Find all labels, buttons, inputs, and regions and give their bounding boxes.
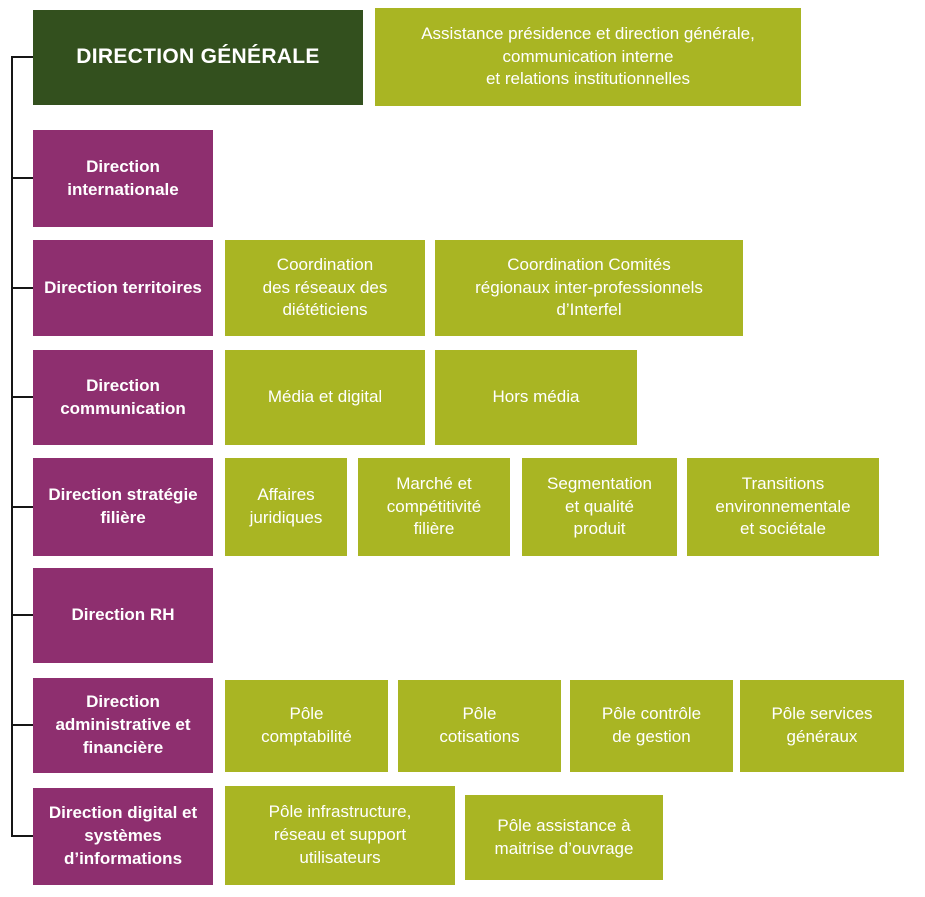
connector-stub-digital <box>11 835 33 837</box>
box-transitions-environnementale: Transitions environnementale et sociétal… <box>687 458 879 556</box>
box-direction-rh: Direction RH <box>33 568 213 663</box>
connector-stub-strategie-filiere <box>11 506 33 508</box>
box-segmentation-qualite-produit: Segmentation et qualité produit <box>522 458 677 556</box>
box-direction-administrative-financiere: Direction administrative et financière <box>33 678 213 773</box>
box-assistance-presidence: Assistance présidence et direction génér… <box>375 8 801 106</box>
connector-stub-communication <box>11 396 33 398</box>
box-direction-internationale: Direction internationale <box>33 130 213 227</box>
connector-stub-rh <box>11 614 33 616</box>
box-affaires-juridiques: Affaires juridiques <box>225 458 347 556</box>
box-pole-infrastructure: Pôle infrastructure, réseau et support u… <box>225 786 455 885</box>
box-direction-strategie-filiere: Direction stratégie filière <box>33 458 213 556</box>
box-coordination-reseaux-dieteticiens: Coordination des réseaux des diététicien… <box>225 240 425 336</box>
box-hors-media: Hors média <box>435 350 637 445</box>
box-direction-digital-si: Direction digital et systèmes d’informat… <box>33 788 213 885</box>
connector-stub-internationale <box>11 177 33 179</box>
connector-stub-administrative <box>11 724 33 726</box>
connector-vertical-line <box>11 56 13 837</box>
box-pole-assistance-maitrise-ouvrage: Pôle assistance à maitrise d’ouvrage <box>465 795 663 880</box>
box-coordination-comites-interfel: Coordination Comités régionaux inter-pro… <box>435 240 743 336</box>
box-media-et-digital: Média et digital <box>225 350 425 445</box>
box-pole-services-generaux: Pôle services généraux <box>740 680 904 772</box>
connector-stub-direction-generale <box>11 56 33 58</box>
box-direction-communication: Direction communication <box>33 350 213 445</box>
box-direction-generale: DIRECTION GÉNÉRALE <box>33 10 363 105</box>
box-pole-cotisations: Pôle cotisations <box>398 680 561 772</box>
box-direction-territoires: Direction territoires <box>33 240 213 336</box>
box-pole-comptabilite: Pôle comptabilité <box>225 680 388 772</box>
box-marche-competitivite-filiere: Marché et compétitivité filière <box>358 458 510 556</box>
box-pole-controle-gestion: Pôle contrôle de gestion <box>570 680 733 772</box>
connector-stub-territoires <box>11 287 33 289</box>
